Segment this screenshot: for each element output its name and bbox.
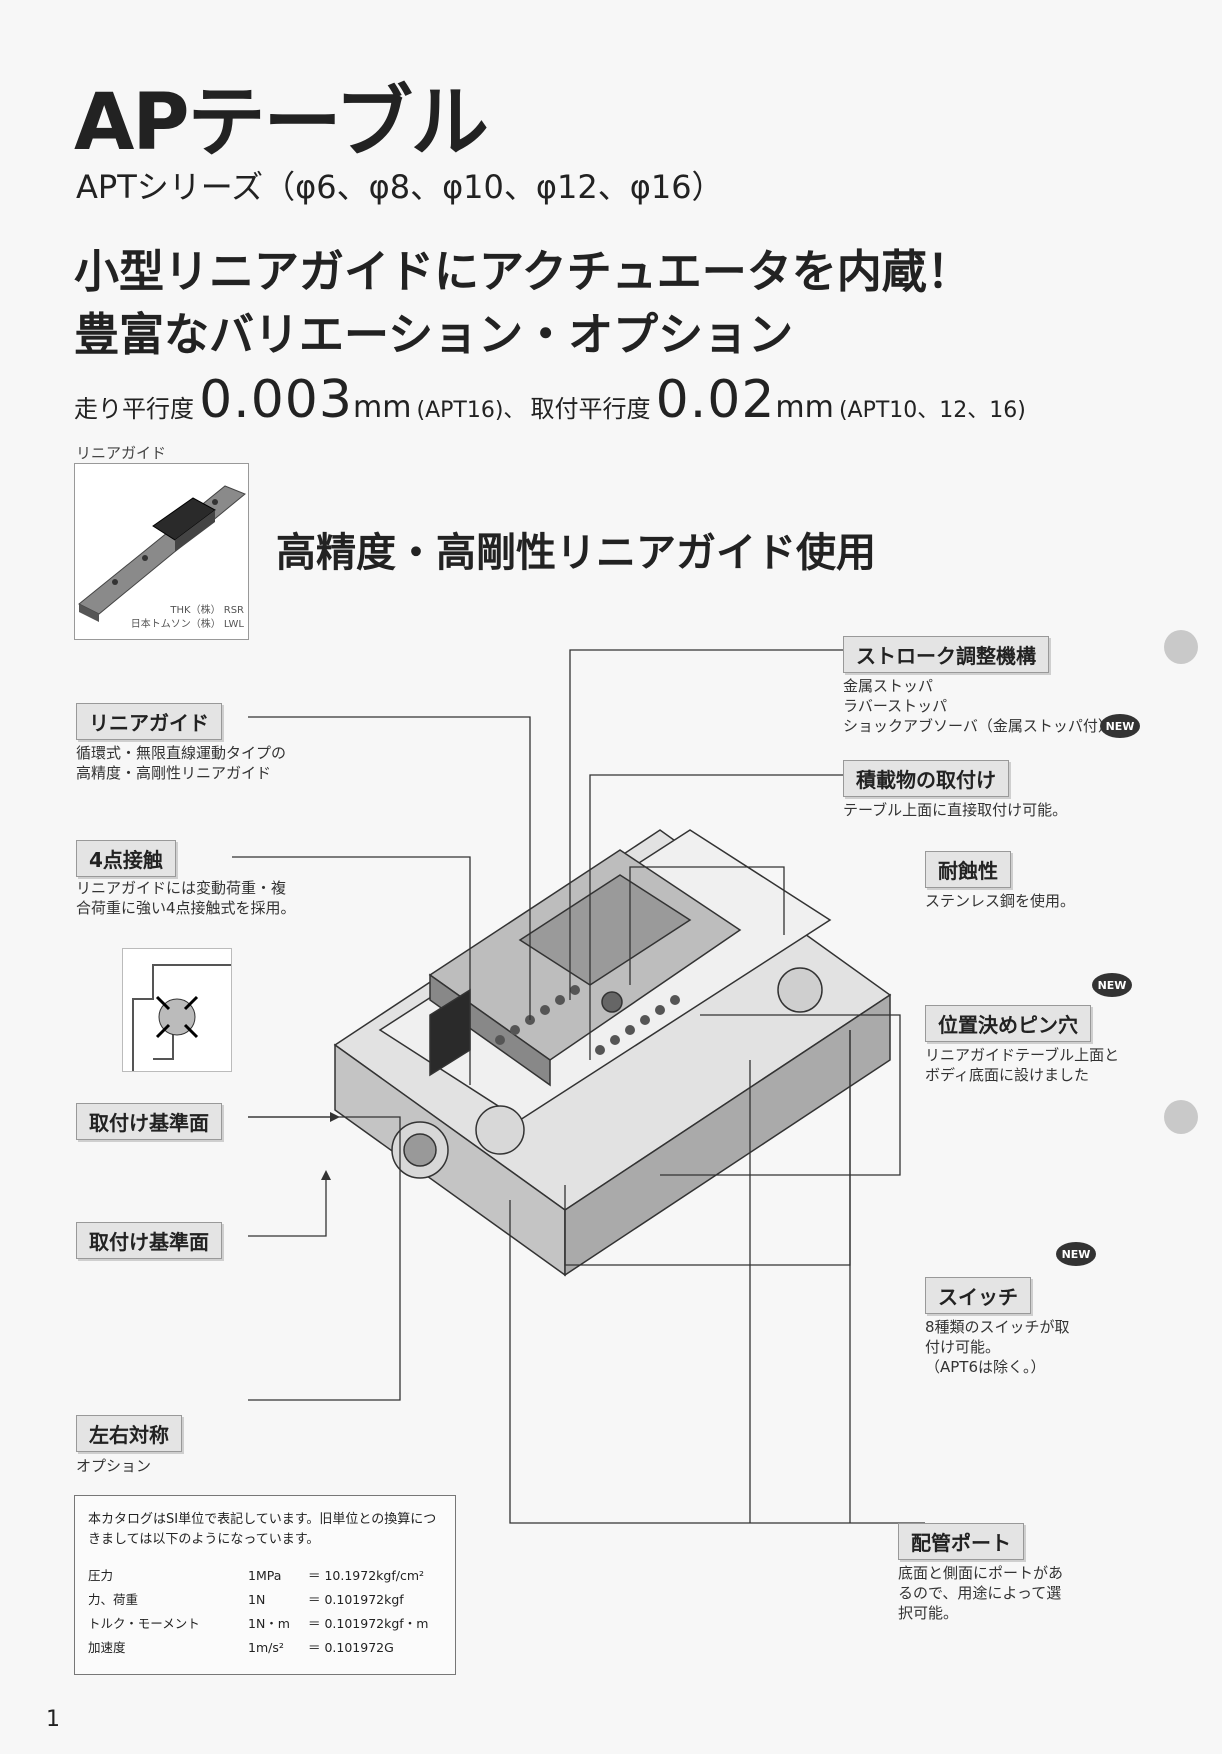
linear-guide-makers: THK（株） RSR 日本トムソン（株） LWL — [130, 605, 244, 630]
new-badge: NEW — [1100, 714, 1140, 738]
index-tab-dot — [1164, 630, 1198, 664]
port-desc: 底面と側面にポートがあ るので、用途によって選 択可能。 — [898, 1564, 1064, 1622]
callout-mount-reference-2: 取付け基準面 — [76, 1222, 222, 1259]
linear-guide-desc: 循環式・無限直線運動タイプの 高精度・高剛性リニアガイド — [76, 744, 287, 782]
leader-arrowheads — [321, 1112, 340, 1180]
tagline: 高精度・高剛性リニアガイド使用 — [276, 530, 876, 576]
stroke-desc: 金属ストッパ ラバーストッパ ショックアブソーバ（金属ストッパ付） — [843, 677, 1113, 735]
apt-table-drawing — [333, 829, 892, 1277]
run-parallelism-value: 0.003 — [199, 370, 353, 430]
linear-guide-photo — [74, 463, 249, 640]
headline-1: 小型リニアガイドにアクチュエータを内蔵！ — [74, 245, 972, 298]
symmetric-desc: オプション — [76, 1457, 152, 1475]
callout-four-point-contact: 4点接触 — [76, 840, 176, 877]
index-tab-dot — [1164, 1100, 1198, 1134]
series-subtitle: APTシリーズ（φ6、φ8、φ10、φ12、φ16） — [76, 168, 724, 206]
corrosion-desc: ステンレス鋼を使用。 — [925, 892, 1076, 910]
callout-positioning-pin-hole: 位置決めピン穴 — [925, 1005, 1091, 1042]
switch-desc: 8種類のスイッチが取 付け可能。 （APT6は除く。） — [925, 1318, 1070, 1376]
mount-parallelism-value: 0.02 — [655, 370, 776, 430]
linear-guide-photo-label: リニアガイド — [76, 444, 167, 462]
linear-guide-rail-icon — [78, 485, 246, 622]
mount-parallelism-model: (APT10、12、16) — [838, 398, 1026, 423]
si-units-note — [74, 1495, 456, 1675]
page-number: 1 — [46, 1707, 60, 1732]
four-point-contact-diagram — [122, 948, 232, 1072]
leader-lines — [232, 649, 925, 1524]
callout-corrosion-resistance: 耐蝕性 — [925, 851, 1011, 888]
spec-line: 走り平行度 0.003mm (APT16)、 取付平行度 0.02mm (APT… — [74, 370, 1026, 430]
callout-mount-reference-1: 取付け基準面 — [76, 1103, 222, 1140]
callout-stroke-adjustment: ストローク調整機構 — [843, 636, 1049, 673]
unit-mm: mm — [775, 390, 834, 425]
run-parallelism-label: 走り平行度 — [74, 395, 194, 423]
si-units-intro: 本カタログはSI単位で表記しています。旧単位との換算につきましては以下のようにな… — [88, 1512, 437, 1547]
callout-switch: スイッチ — [925, 1277, 1031, 1314]
four-point-desc: リニアガイドには変動荷重・複 合荷重に強い4点接触式を採用。 — [76, 879, 296, 917]
page-title: APテーブル — [74, 78, 489, 168]
callout-linear-guide: リニアガイド — [76, 703, 222, 740]
unit-mm: mm — [352, 390, 412, 425]
run-parallelism-model: (APT16)、 — [416, 398, 526, 423]
mount-parallelism-label: 取付平行度 — [530, 395, 651, 423]
new-badge: NEW — [1056, 1242, 1096, 1266]
callout-symmetric: 左右対称 — [76, 1415, 182, 1452]
four-point-contact-icon — [132, 964, 231, 1071]
callout-payload-mounting: 積載物の取付け — [843, 760, 1009, 797]
pin-hole-desc: リニアガイドテーブル上面と ボディ底面に設けました — [925, 1046, 1120, 1084]
callout-piping-port: 配管ポート — [898, 1523, 1024, 1560]
payload-desc: テーブル上面に直接取付け可能。 — [843, 801, 1068, 819]
headline-2: 豊富なバリエーション・オプション — [74, 308, 794, 361]
ball-bearings — [495, 985, 680, 1055]
new-badge: NEW — [1092, 973, 1132, 997]
